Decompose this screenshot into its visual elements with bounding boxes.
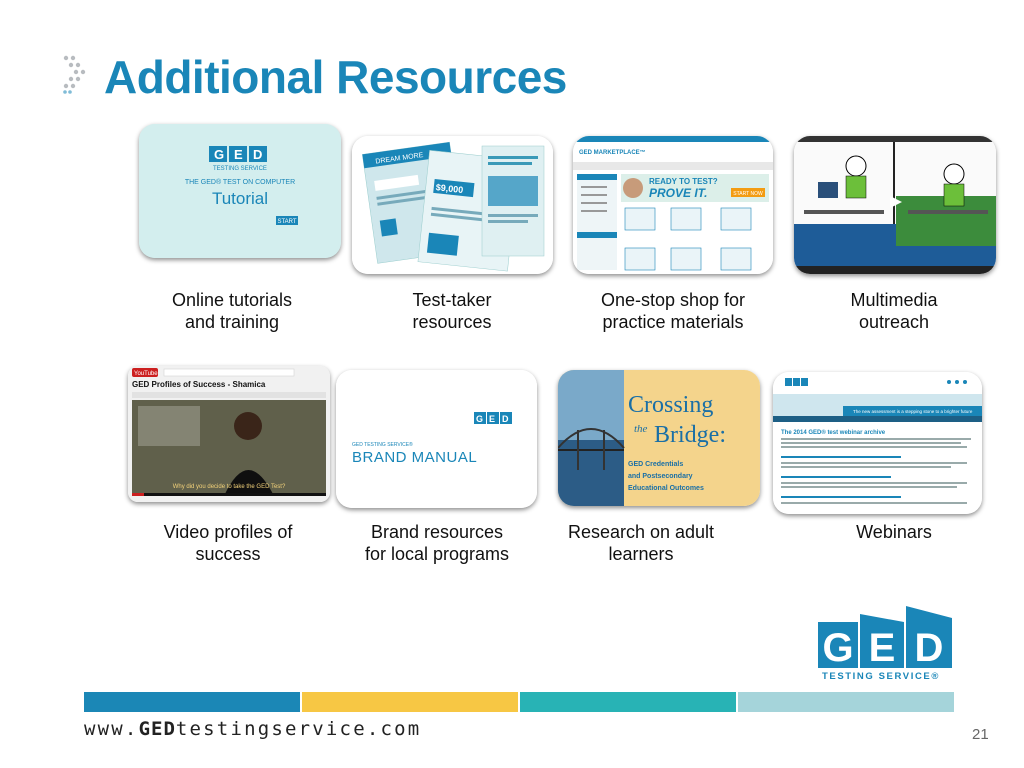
multimedia-thumbnail[interactable]: [794, 136, 996, 274]
svg-text:D: D: [253, 147, 262, 162]
marketplace-headline1: READY TO TEST?: [649, 177, 718, 186]
svg-text:D: D: [502, 414, 509, 424]
marketplace-cta: START NOW: [733, 191, 763, 197]
tutorial-line1: THE GED® TEST ON COMPUTER: [185, 178, 295, 186]
marketplace-thumbnail[interactable]: GED MARKETPLACE™ READY TO TEST? PROVE IT…: [573, 136, 773, 274]
footer-url[interactable]: www.GEDtestingservice.com: [84, 718, 422, 740]
research-sub3: Educational Outcomes: [628, 485, 704, 492]
video-thumbnail[interactable]: YouTube GED Profiles of Success - Shamic…: [128, 366, 330, 502]
video-logo: YouTube: [134, 371, 158, 377]
svg-text:G: G: [214, 147, 224, 162]
footer-bar-light: [738, 692, 954, 712]
page-number: 21: [972, 726, 989, 743]
footer-bar-blue: [84, 692, 300, 712]
brand-manual-title: BRAND MANUAL: [352, 449, 477, 466]
tutorial-brand-sub: TESTING SERVICE: [213, 166, 267, 172]
research-thumbnail[interactable]: Crossing the Bridge: GED Credentials and…: [558, 370, 760, 506]
tutorial-line2: Tutorial: [212, 189, 268, 208]
research-headline2: the: [634, 423, 648, 435]
footer-bar-yellow: [302, 692, 518, 712]
video-caption: Why did you decide to take the GED Test?: [173, 484, 286, 490]
ged-logo: G E D: [818, 606, 952, 670]
tutorial-thumbnail[interactable]: G E D TESTING SERVICE THE GED® TEST ON C…: [139, 124, 341, 258]
testtaker-figure1: $9,000: [435, 182, 463, 195]
caption-webinars: Webinars: [856, 522, 932, 542]
svg-text:E: E: [869, 626, 896, 670]
webinars-heading: The 2014 GED® test webinar archive: [781, 429, 886, 436]
research-sub2: and Postsecondary: [628, 473, 693, 480]
tutorial-start-button: START: [277, 219, 296, 225]
svg-text:D: D: [915, 626, 944, 670]
research-headline1: Crossing: [628, 392, 713, 418]
marketplace-brand: GED MARKETPLACE™: [579, 149, 646, 156]
webinars-banner: The new assessment is a stepping stone t…: [853, 409, 973, 414]
slide-title: Additional Resources: [104, 51, 567, 103]
svg-text:E: E: [489, 414, 495, 424]
svg-text:G: G: [476, 414, 483, 424]
brand-manual-thumbnail[interactable]: G E D GED TESTING SERVICE® BRAND MANUAL: [336, 370, 537, 508]
research-sub1: GED Credentials: [628, 461, 683, 468]
webinars-thumbnail[interactable]: The new assessment is a stepping stone t…: [773, 372, 982, 514]
research-headline3: Bridge:: [654, 422, 726, 448]
footer-bar-teal: [520, 692, 736, 712]
video-title: GED Profiles of Success - Shamica: [132, 380, 266, 389]
brand-manual-org: GED TESTING SERVICE®: [352, 441, 413, 448]
svg-text:G: G: [822, 626, 853, 670]
svg-text:E: E: [234, 147, 243, 162]
logo-subtitle: TESTING SERVICE®: [822, 671, 940, 682]
test-taker-thumbnail[interactable]: DREAM MORE $9,000: [352, 136, 553, 274]
chevron-icon: [63, 55, 86, 94]
marketplace-headline2: PROVE IT.: [649, 186, 707, 200]
